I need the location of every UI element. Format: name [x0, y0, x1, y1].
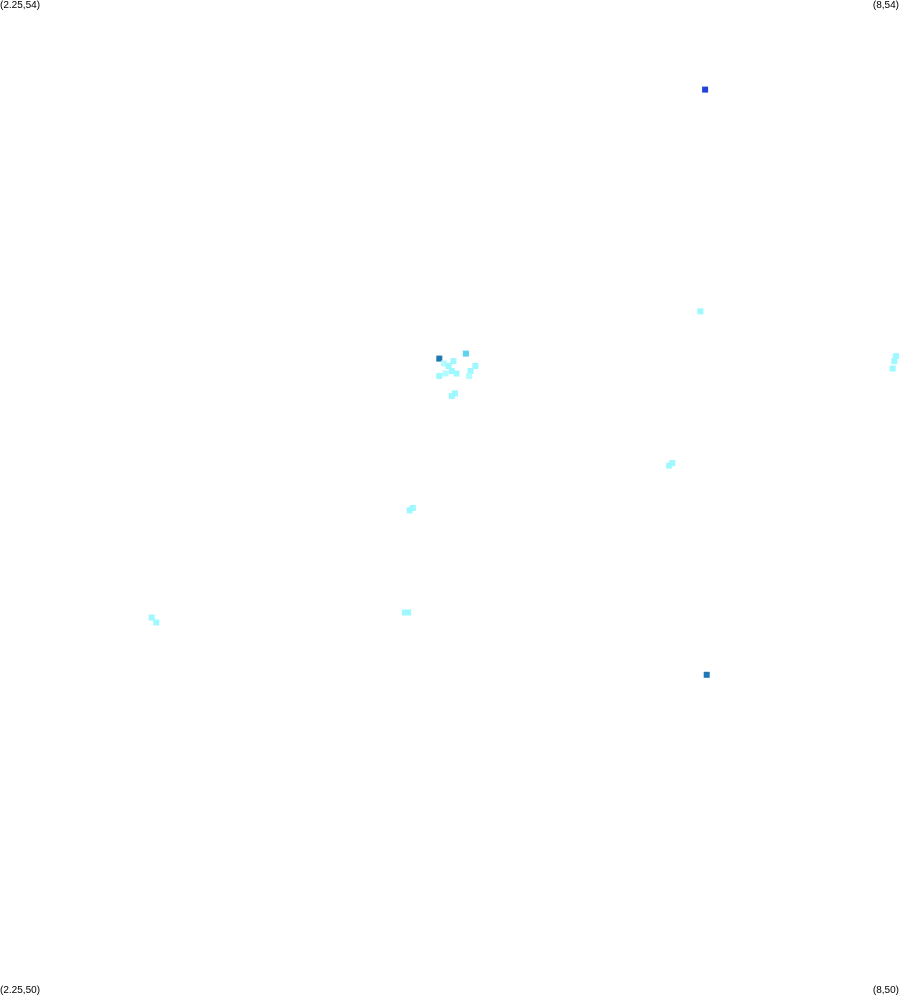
map-point-22[interactable]: [406, 507, 413, 514]
map-point-19[interactable]: [452, 390, 458, 397]
map-point-2[interactable]: [436, 355, 443, 362]
map-point-23[interactable]: [409, 505, 416, 511]
map-point-7[interactable]: [889, 365, 896, 372]
map-point-20[interactable]: [666, 462, 673, 469]
corner-label-bottom-right: (8,50): [872, 985, 899, 996]
map-point-16[interactable]: [472, 363, 479, 369]
points-layer: [148, 86, 899, 678]
map-point-5[interactable]: [892, 353, 899, 360]
map-point-4[interactable]: [697, 308, 704, 315]
map-point-14[interactable]: [453, 370, 460, 377]
map-point-10[interactable]: [450, 358, 457, 365]
map-point-27[interactable]: [405, 609, 412, 616]
map-point-25[interactable]: [153, 619, 160, 626]
map-point-12[interactable]: [442, 370, 449, 377]
map-point-24[interactable]: [148, 614, 155, 621]
map-point-9[interactable]: [445, 363, 452, 369]
map-point-0[interactable]: [702, 86, 709, 93]
map-point-17[interactable]: [466, 373, 472, 379]
map-point-1[interactable]: [703, 671, 710, 678]
map-point-3[interactable]: [462, 350, 469, 357]
map-point-13[interactable]: [436, 373, 443, 379]
map-point-18[interactable]: [448, 392, 455, 399]
corner-label-bottom-left: (2.25,50): [0, 985, 41, 996]
map-point-11[interactable]: [448, 368, 455, 374]
map-point-6[interactable]: [891, 358, 898, 365]
corner-label-top-left: (2.25,54): [0, 0, 41, 11]
map-point-8[interactable]: [441, 360, 447, 367]
map-point-26[interactable]: [401, 609, 408, 616]
map-point-15[interactable]: [467, 368, 474, 374]
corner-label-top-right: (8,54): [872, 0, 899, 11]
map-point-21[interactable]: [669, 460, 676, 467]
